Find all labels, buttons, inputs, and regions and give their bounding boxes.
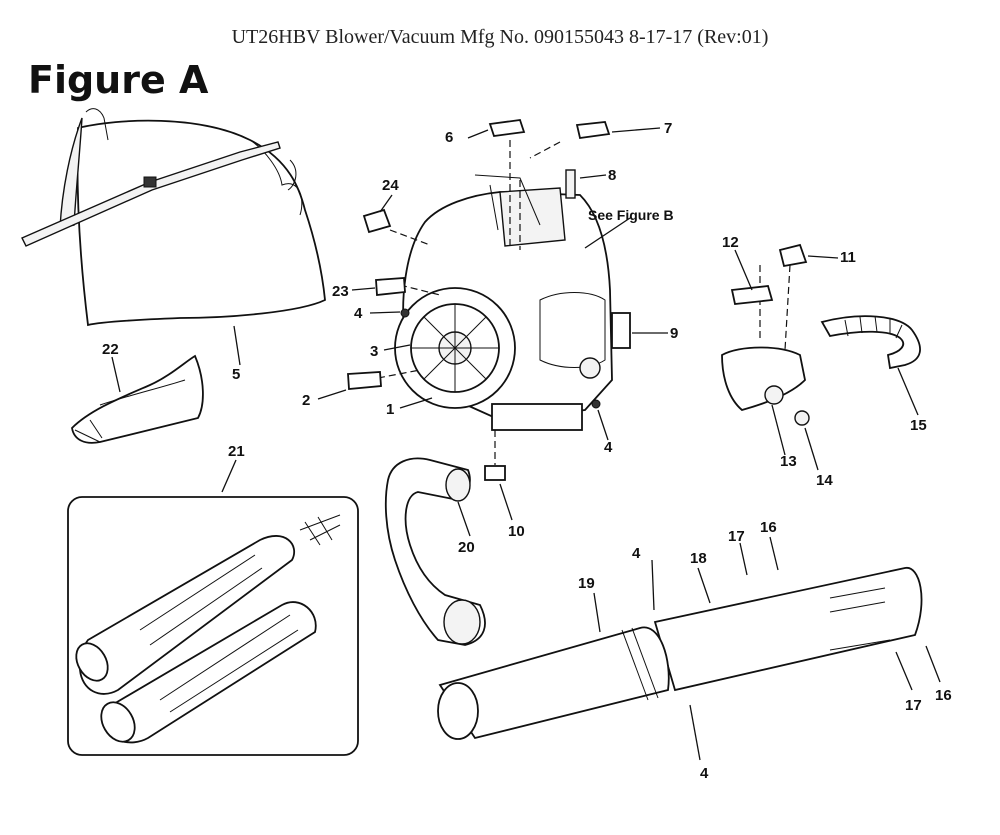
- callout-23: 23: [332, 283, 349, 300]
- assembly-guide-lines: [377, 140, 791, 465]
- concentrator-nozzle: [71, 354, 204, 444]
- callout-15: 15: [910, 417, 927, 434]
- collection-bag: [21, 108, 326, 327]
- callout-13: 13: [780, 453, 797, 470]
- diagram-header-title: UT26HBV Blower/Vacuum Mfg No. 090155043 …: [231, 26, 769, 48]
- decals-and-small-parts: [347, 119, 631, 481]
- callout-24: 24: [382, 177, 399, 194]
- callout-17b: 17: [905, 697, 922, 714]
- figure-title: Figure A: [28, 58, 209, 102]
- callout-7: 7: [664, 120, 672, 137]
- callout-14: 14: [816, 472, 833, 489]
- callout-4d: 4: [700, 765, 709, 782]
- callout-18: 18: [690, 550, 707, 567]
- callout-3: 3: [370, 343, 378, 360]
- tube-inset-box: [67, 496, 359, 756]
- callout-6: 6: [445, 129, 453, 146]
- blower-tubes: [437, 567, 923, 740]
- callout-5: 5: [232, 366, 240, 383]
- callout-21: 21: [228, 443, 245, 460]
- screw-4b: [591, 399, 601, 409]
- callout-11: 11: [840, 249, 856, 266]
- callout-16b: 16: [935, 687, 952, 704]
- callout-12: 12: [722, 234, 739, 251]
- elbow-hose: [384, 457, 486, 646]
- label-2: [347, 371, 382, 390]
- callout-4c: 4: [632, 545, 641, 562]
- callout-20: 20: [458, 539, 475, 556]
- callout-19: 19: [578, 575, 595, 592]
- label-24: [362, 208, 392, 234]
- screw-4a: [400, 308, 410, 318]
- label-23: [375, 277, 406, 296]
- callout-8: 8: [608, 167, 616, 184]
- decal-6: [488, 119, 526, 137]
- throttle-cover-assembly: [721, 243, 810, 426]
- engine-blower-housing: [394, 174, 613, 431]
- see-figure-b-note: See Figure B: [588, 207, 674, 223]
- callout-1: 1: [386, 401, 394, 418]
- callout-9: 9: [670, 325, 678, 342]
- decal-7: [575, 121, 611, 140]
- callout-17a: 17: [728, 528, 745, 545]
- callout-labels: 6 7 8 See Figure B 24 23 4 3 2 1 4 9 10 …: [102, 120, 952, 782]
- callout-4a: 4: [354, 305, 363, 322]
- callout-16a: 16: [760, 519, 777, 536]
- spark-plug-8: [565, 169, 576, 199]
- vacuum-hose: [820, 315, 921, 370]
- leader-lines: [111, 127, 941, 761]
- callout-10: 10: [508, 523, 525, 540]
- filter-9: [611, 312, 631, 349]
- callout-4b: 4: [604, 439, 613, 456]
- callout-22: 22: [102, 341, 119, 358]
- label-10: [484, 465, 506, 481]
- callout-2: 2: [302, 392, 310, 409]
